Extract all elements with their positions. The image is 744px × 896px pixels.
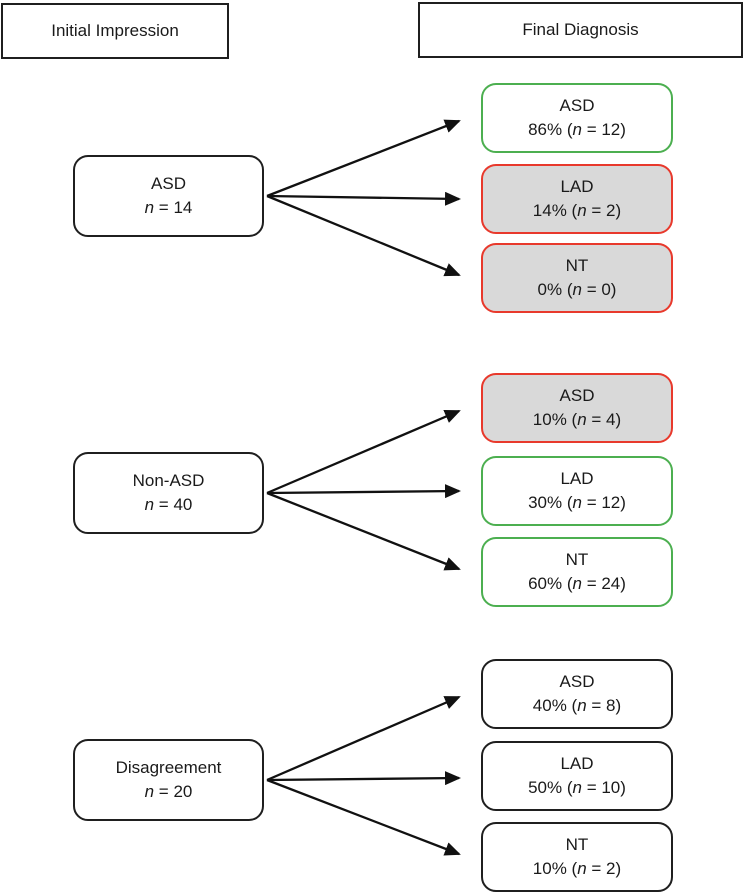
node-label: NT [565, 255, 589, 275]
node-label: ASD [559, 671, 595, 691]
node-stat: 30% (n = 12) [528, 493, 626, 512]
target-box-disagreement-to-asd: ASD 40% (n = 8) [481, 659, 673, 729]
arrow [266, 491, 461, 571]
target-box-nonasd-to-nt: NT 60% (n = 24) [481, 537, 673, 607]
node-count: n = 40 [144, 495, 193, 514]
arrow [266, 771, 461, 786]
arrow [266, 778, 461, 856]
target-box-nonasd-to-asd: ASD 10% (n = 4) [481, 373, 673, 443]
node-label: NT [565, 549, 589, 569]
node-label: LAD [560, 176, 594, 196]
column-header-final-diagnosis: Final Diagnosis [418, 2, 743, 58]
node-stat: 10% (n = 4) [532, 410, 622, 429]
node-label: LAD [560, 468, 594, 488]
node-label: LAD [560, 753, 594, 773]
node-count: n = 20 [144, 782, 193, 801]
column-header-label: Final Diagnosis [522, 20, 639, 39]
node-stat: 50% (n = 10) [528, 778, 626, 797]
source-box-asd: ASD n = 14 [73, 155, 264, 237]
source-box-disagreement: Disagreement n = 20 [73, 739, 264, 821]
node-count: n = 14 [144, 198, 193, 217]
arrow [266, 695, 461, 782]
node-label: ASD [559, 385, 595, 405]
target-box-asd-to-nt: NT 0% (n = 0) [481, 243, 673, 313]
target-box-disagreement-to-lad: LAD 50% (n = 10) [481, 741, 673, 811]
node-stat: 40% (n = 8) [532, 696, 622, 715]
target-box-disagreement-to-nt: NT 10% (n = 2) [481, 822, 673, 892]
node-label: Disagreement [115, 757, 222, 777]
arrow [266, 194, 461, 277]
column-header-initial-impression: Initial Impression [1, 3, 229, 59]
target-box-asd-to-lad: LAD 14% (n = 2) [481, 164, 673, 234]
arrow [266, 119, 461, 198]
node-label: ASD [559, 95, 595, 115]
node-stat: 14% (n = 2) [532, 201, 622, 220]
node-stat: 0% (n = 0) [537, 280, 617, 299]
node-stat: 86% (n = 12) [528, 120, 626, 139]
target-box-asd-to-asd: ASD 86% (n = 12) [481, 83, 673, 153]
arrow [266, 484, 461, 499]
source-box-non-asd: Non-ASD n = 40 [73, 452, 264, 534]
target-box-nonasd-to-lad: LAD 30% (n = 12) [481, 456, 673, 526]
node-stat: 60% (n = 24) [528, 574, 626, 593]
column-header-label: Initial Impression [51, 21, 179, 40]
arrow [266, 191, 461, 206]
node-stat: 10% (n = 2) [532, 859, 622, 878]
node-label: ASD [151, 173, 186, 193]
node-label: NT [565, 834, 589, 854]
arrow [266, 409, 461, 495]
node-label: Non-ASD [132, 470, 205, 490]
